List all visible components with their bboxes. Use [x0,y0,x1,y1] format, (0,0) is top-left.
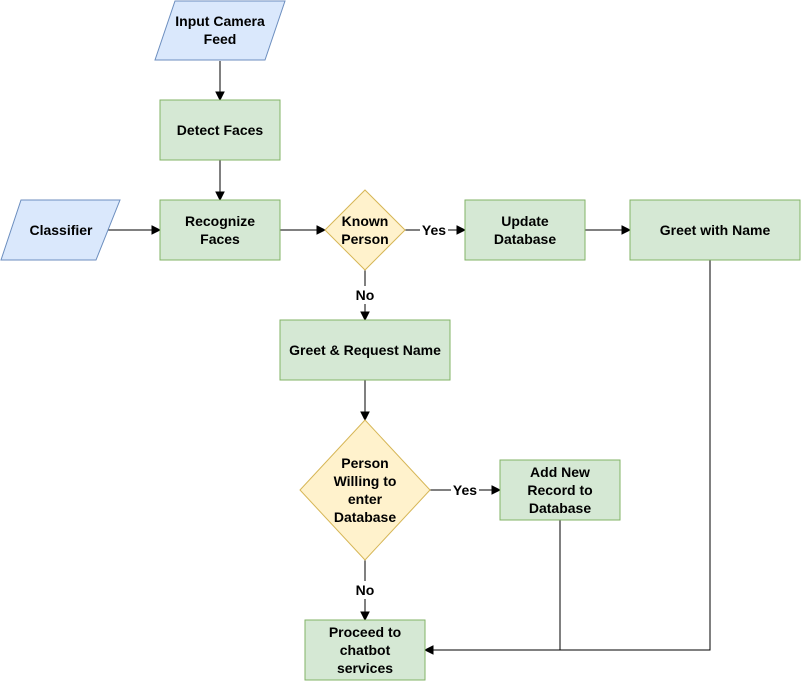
edge-input-to-detect [215,61,225,102]
node-label-line: Greet & Request Name [289,342,441,358]
node-label-line: Faces [200,231,240,247]
node-greet-with-name: Greet with Name [629,199,801,261]
node-label-line: Add New [530,464,590,480]
node-label-line: Database [334,509,396,525]
node-label-line: Willing to [334,473,397,489]
edge-willing-no-to-proceed: No [352,560,378,622]
edge-label-yes-willing: Yes [453,482,477,498]
node-label-line: Person [341,231,388,247]
node-label-line: Database [529,500,591,516]
edge-classifier-to-recognize [108,225,162,235]
node-greet-request-name: Greet & Request Name [279,319,451,381]
node-input-camera-feed: Input Camera Feed [154,0,286,61]
node-label-line: Record to [527,482,592,498]
edge-known-no-to-request: No [352,270,378,322]
node-label-line: Detect Faces [177,122,264,138]
node-label-line: enter [348,491,383,507]
node-label-line: Recognize [185,213,255,229]
node-update-database: Update Database [464,199,586,261]
node-label-line: Classifier [29,222,93,238]
node-label-line: Greet with Name [660,222,771,238]
edge-greet-to-proceed [423,260,711,655]
edge-label-no-willing: No [356,582,375,598]
node-label-line: services [337,660,393,676]
edge-label-yes-known: Yes [422,222,446,238]
edges: Yes No Yes No [108,61,711,655]
node-proceed-chatbot: Proceed to chatbot services [304,619,426,681]
node-label-line: Update [501,213,549,229]
node-label-line: Proceed to [329,624,401,640]
node-known-person: Known Person [324,189,406,271]
edge-add-to-proceed [433,520,561,651]
node-label-line: chatbot [340,642,391,658]
node-label-line: Person [341,455,388,471]
node-add-new-record: Add New Record to Database [499,459,621,521]
edge-update-to-greet [585,225,632,235]
node-person-willing: Person Willing to enter Database [299,419,431,561]
node-label-line: Feed [204,31,237,47]
edge-detect-to-recognize [215,160,225,202]
node-label-line: Database [494,231,556,247]
edge-known-yes-to-update: Yes [405,221,467,239]
edge-recognize-to-known [280,225,327,235]
node-classifier: Classifier [0,199,121,261]
edge-label-no-known: No [356,287,375,303]
node-recognize-faces: Recognize Faces [159,199,281,261]
edge-request-to-willing [360,380,370,422]
edge-willing-yes-to-add: Yes [430,481,502,499]
node-label-line: Known [342,213,389,229]
node-detect-faces: Detect Faces [159,99,281,161]
node-label-line: Input Camera [175,13,265,29]
